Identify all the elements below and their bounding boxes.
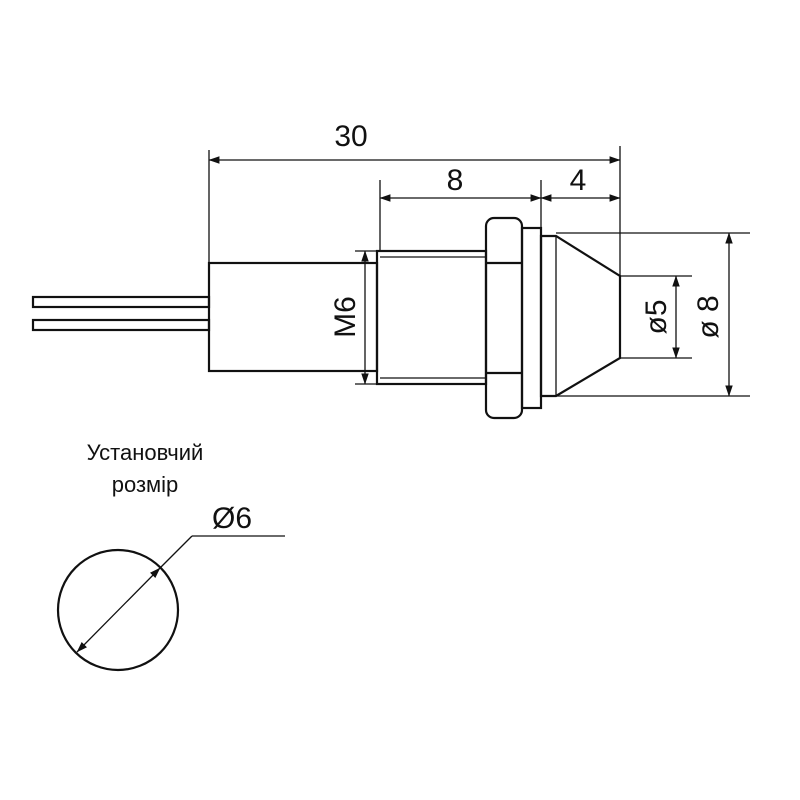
- hex-nut: [484, 216, 524, 420]
- wire-leads: [31, 295, 211, 332]
- dimension-thread-size: M6: [329, 250, 377, 385]
- mounting-hole-circle: [56, 548, 180, 672]
- washer: [520, 226, 543, 410]
- mounting-title-line1: Установчий: [87, 440, 204, 465]
- dimension-lens-diameter: ø5: [620, 275, 692, 359]
- mounting-title-line2: розмір: [112, 472, 179, 497]
- mounting-hole-diameter-label: Ø6: [212, 502, 252, 535]
- dimension-lens-length: 4: [540, 164, 621, 228]
- lens-length-label: 4: [570, 164, 587, 197]
- dimension-thread-length: 8: [379, 164, 542, 251]
- mounting-size-note: Установчий розмір Ø6: [56, 440, 285, 672]
- dimension-overall-length: 30: [208, 120, 621, 276]
- thread-size-label: M6: [329, 296, 362, 338]
- dimension-flange-diameter: ø 8: [556, 232, 750, 397]
- thread-length-label: 8: [447, 164, 464, 197]
- overall-length-label: 30: [334, 120, 367, 153]
- flange-diameter-label: ø 8: [692, 295, 725, 338]
- lens-diameter-label: ø5: [640, 299, 673, 334]
- lens-cone: [539, 234, 622, 398]
- mounting-hole-diameter-line: [76, 567, 161, 653]
- threaded-section: [375, 249, 488, 386]
- led-indicator-body: [31, 216, 622, 420]
